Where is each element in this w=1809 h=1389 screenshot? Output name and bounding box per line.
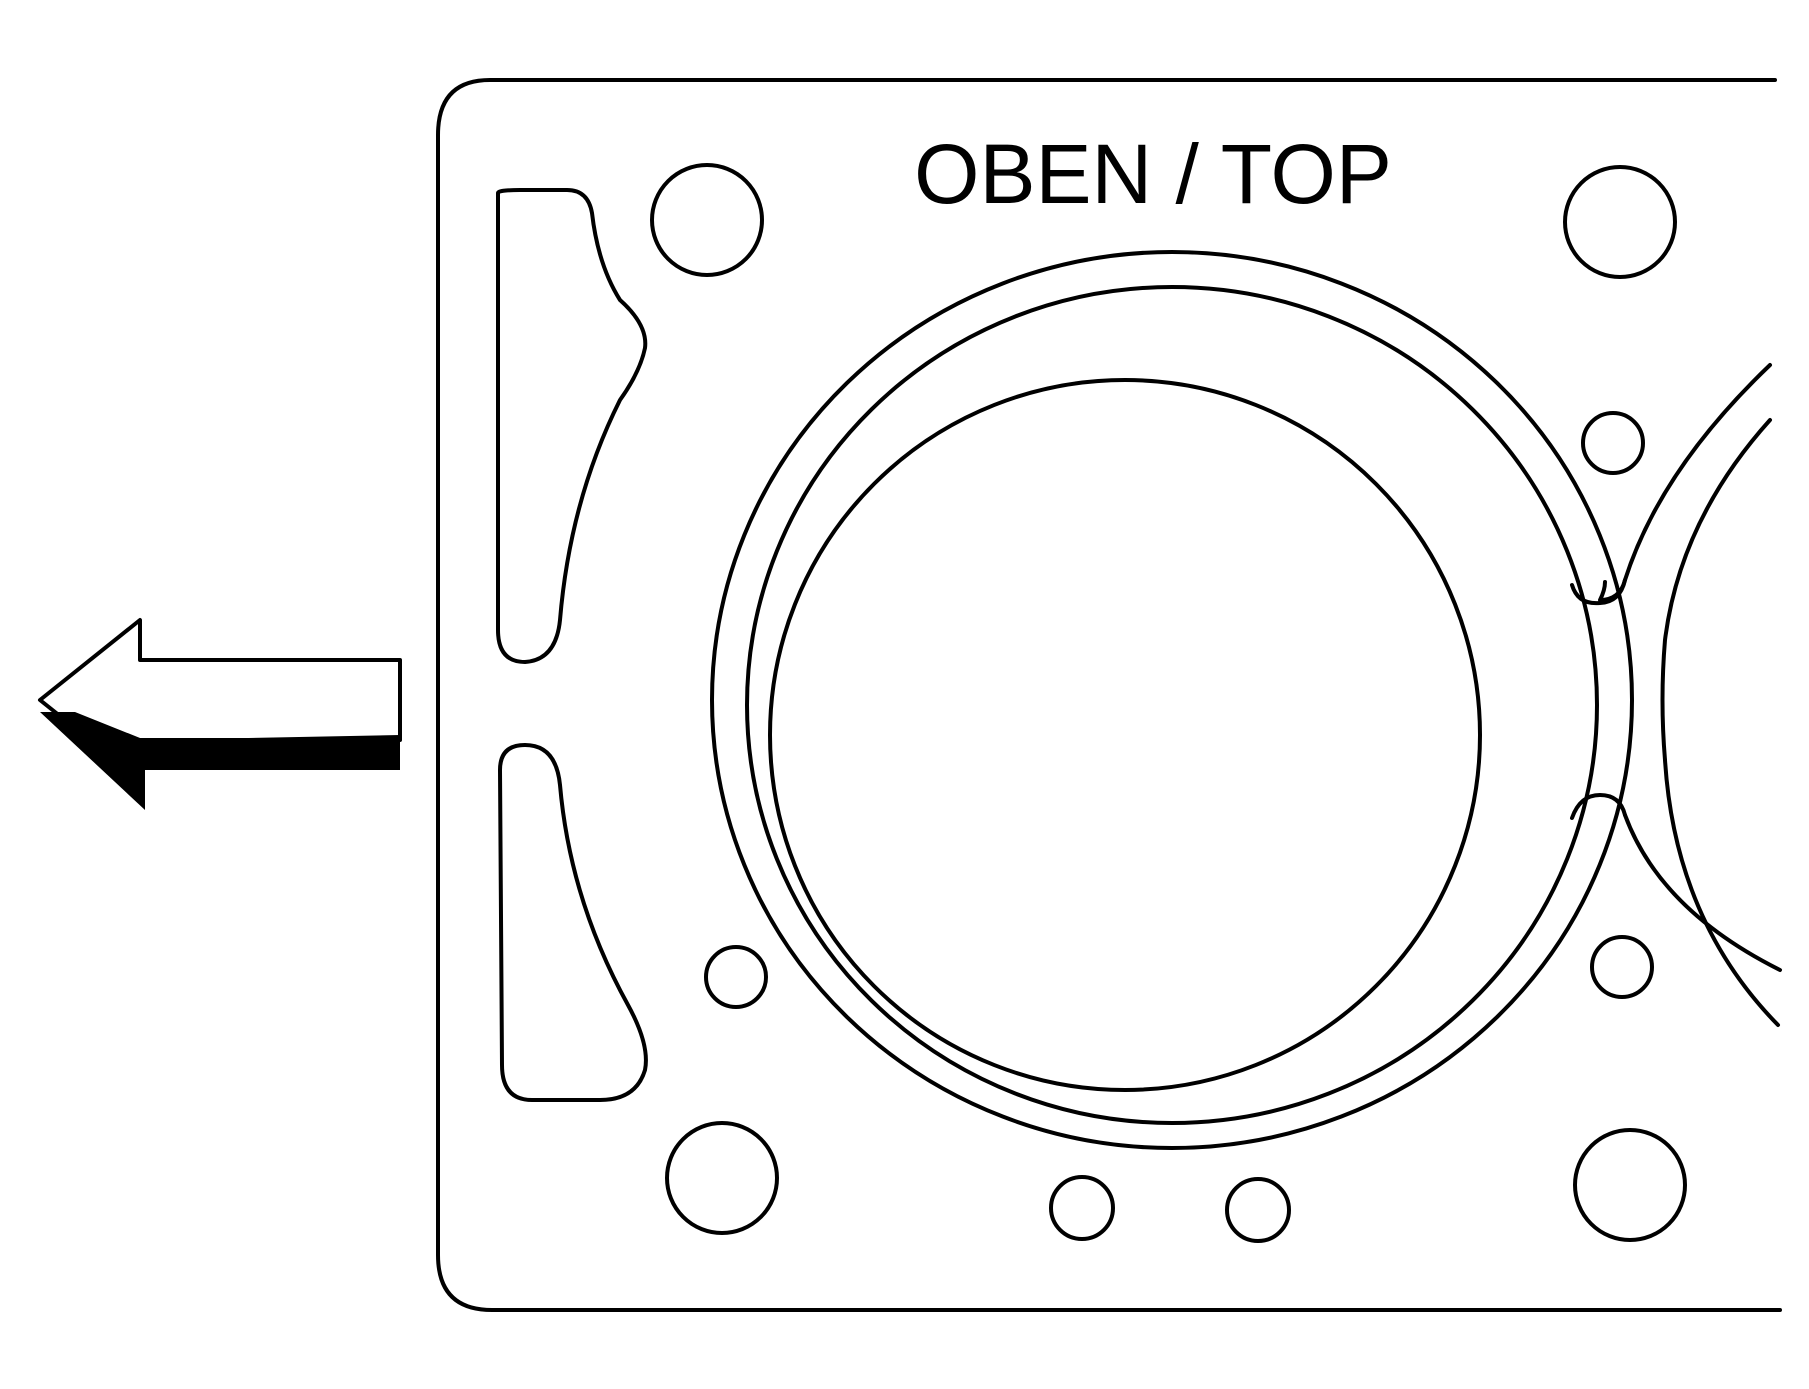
cylinder-bore [710,250,1634,1150]
adjacent-bore-upper-outer [1598,363,1772,602]
gasket-outline [436,78,1782,1312]
bore-middle-ring [745,285,1599,1125]
bolt-hole [650,163,764,277]
small-holes [704,411,1654,1243]
adjacent-bore-lower-inner [1663,758,1780,1027]
gasket-top-label: OBEN / TOP [914,127,1392,221]
bolt-holes [650,163,1687,1242]
orientation-arrow [38,618,402,810]
small-hole [1225,1177,1291,1243]
adjacent-bore-lower-outer [1623,813,1782,972]
coolant-slot-upper [496,188,648,664]
coolant-slot-lower [498,743,648,1102]
adjacent-bore-upper-inner [1660,418,1772,762]
bore-inner-ring [768,378,1482,1092]
bolt-hole [665,1121,779,1235]
small-hole [1581,411,1645,475]
bolt-hole [1563,165,1677,279]
small-hole [1049,1175,1115,1241]
bridge-upper [1570,578,1627,606]
small-hole [704,945,768,1009]
bridge-lower [1570,793,1627,820]
bolt-hole [1573,1128,1687,1242]
adjacent-cylinder [1570,363,1782,1027]
arrow-shadow [40,712,400,810]
small-hole [1590,935,1654,999]
bore-outer-ring [710,250,1634,1150]
arrow-outline [38,618,402,782]
